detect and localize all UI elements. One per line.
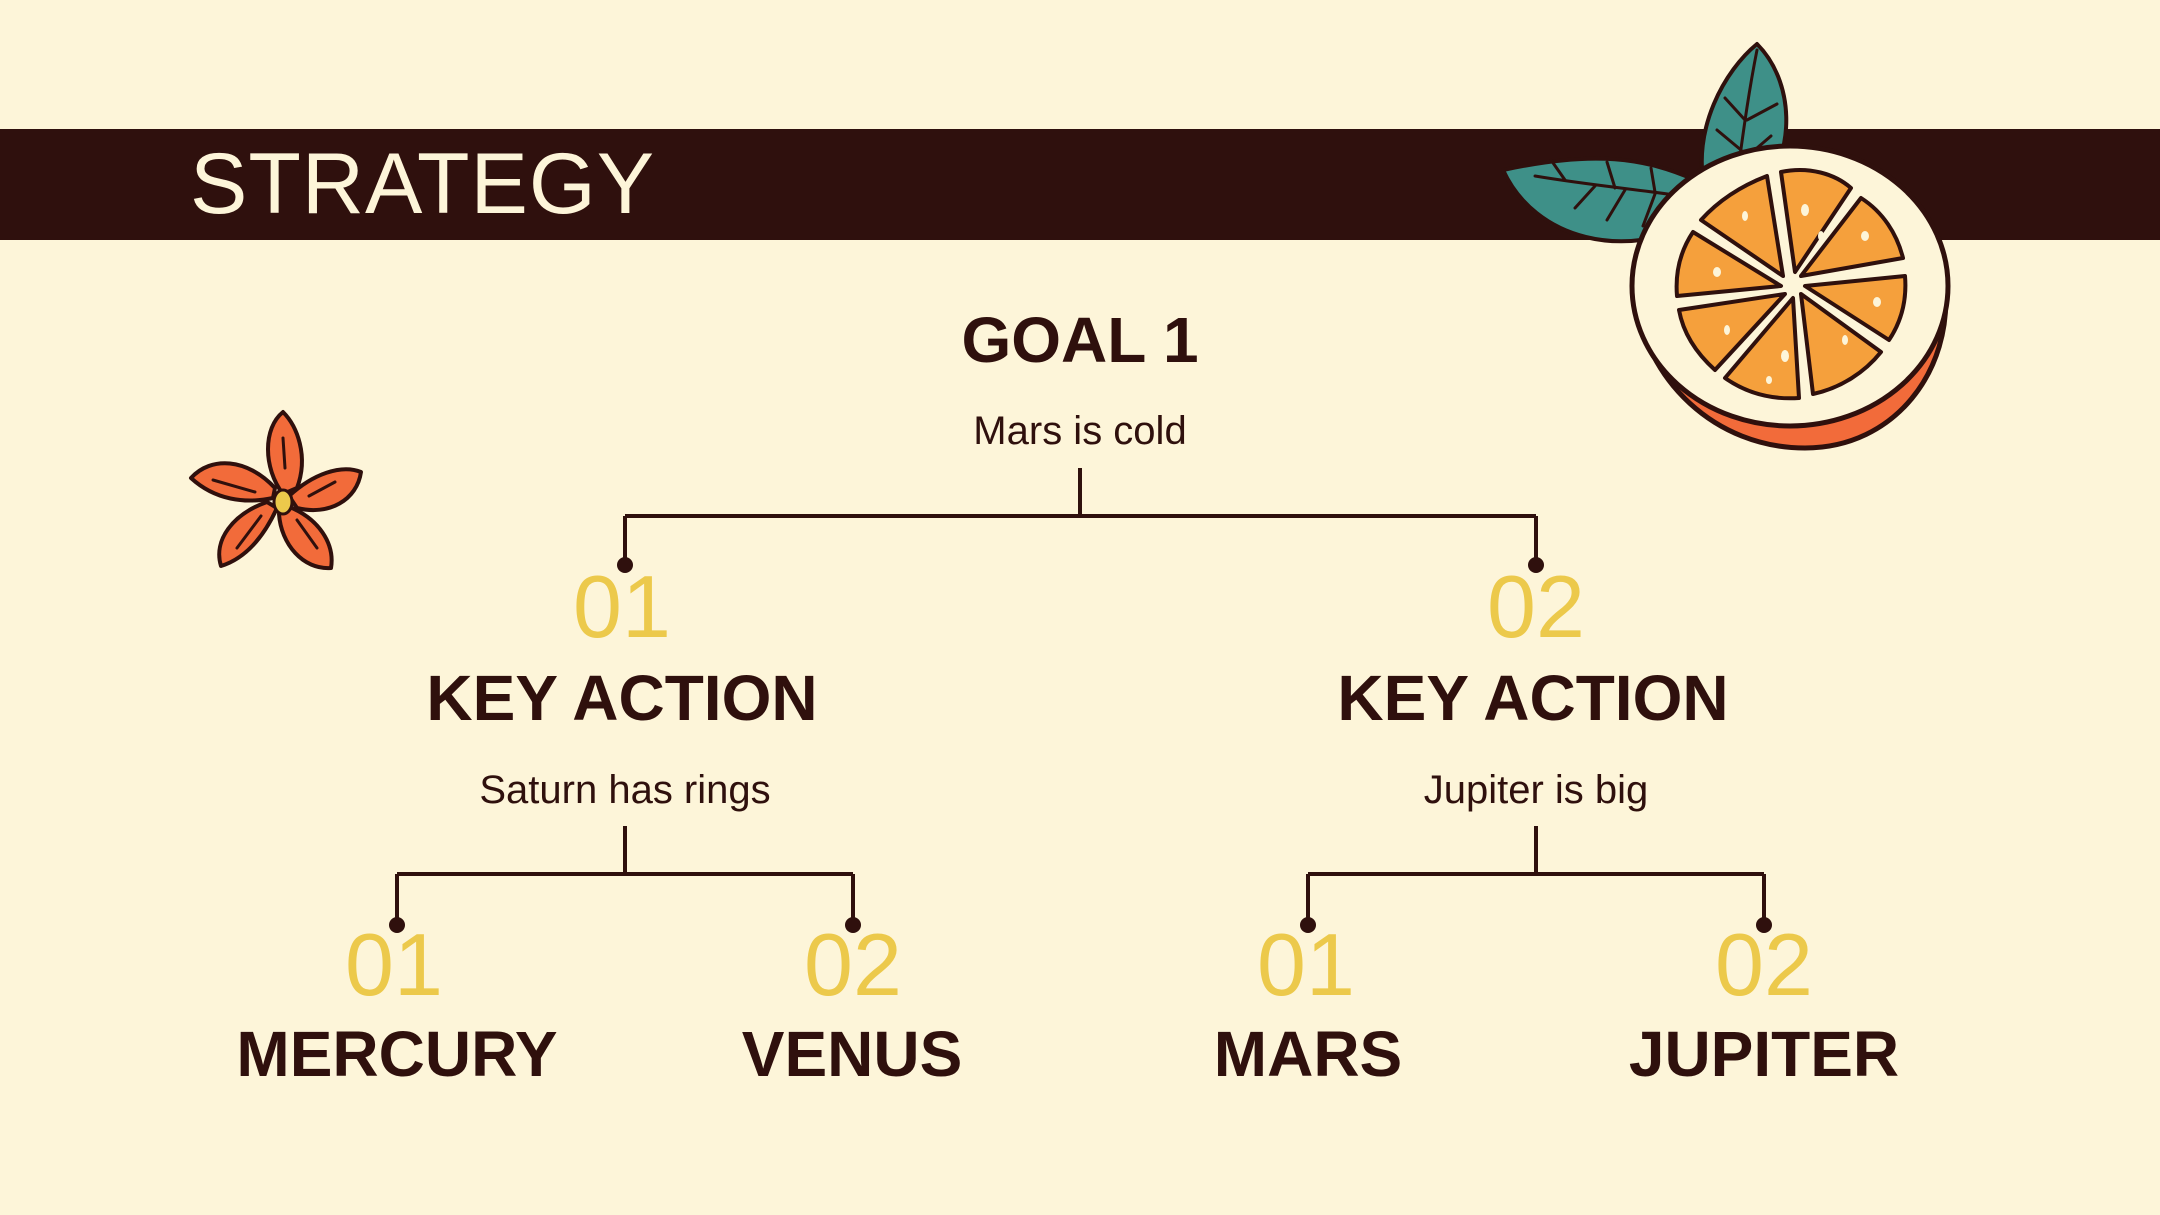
branch-2-title: KEY ACTION — [1337, 662, 1729, 734]
branch-2-number: 02 — [1487, 557, 1585, 656]
leaf-1-1-title: MERCURY — [236, 1018, 558, 1090]
branch-2-description: Jupiter is big — [1423, 768, 1649, 812]
leaf-2-2-title: JUPITER — [1628, 1018, 1900, 1090]
orange-slice-icon — [1501, 42, 1951, 451]
branch-1-title: KEY ACTION — [426, 662, 818, 734]
leaf-1-1-number: 01 — [345, 915, 443, 1014]
branch-1-number: 01 — [573, 557, 671, 656]
leaf-2-1-number: 01 — [1257, 915, 1355, 1014]
leaf-2-2-number: 02 — [1715, 915, 1813, 1014]
goal-title: GOAL 1 — [961, 304, 1199, 376]
flower-icon — [189, 410, 363, 571]
connector-goal — [623, 468, 1538, 562]
slide-title: STRATEGY — [190, 136, 656, 232]
leaf-1-2-number: 02 — [804, 915, 902, 1014]
connector-dot — [1756, 917, 1772, 933]
connector-branch-2 — [1306, 826, 1766, 922]
leaf-2-1-title: MARS — [1213, 1018, 1403, 1090]
branch-1-description: Saturn has rings — [479, 768, 771, 812]
connector-branch-1 — [395, 826, 855, 922]
leaf-1-2-title: VENUS — [741, 1018, 963, 1090]
connector-dot — [1528, 557, 1544, 573]
connector-dot — [617, 557, 633, 573]
goal-description: Mars is cold — [973, 409, 1187, 453]
connector-dot — [1300, 917, 1316, 933]
connector-dot — [389, 917, 405, 933]
connector-dot — [845, 917, 861, 933]
